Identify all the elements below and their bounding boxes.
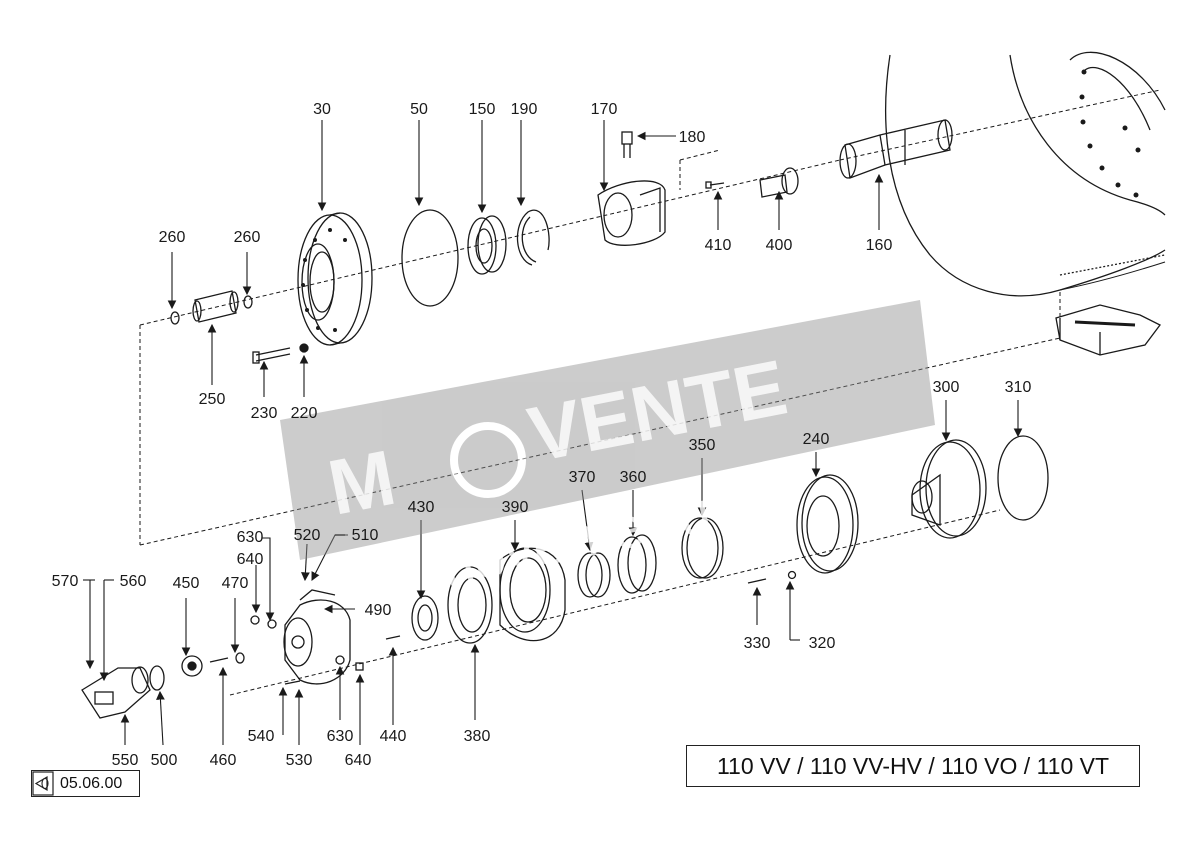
callout-300: 300 [933, 379, 960, 396]
callout-460: 460 [210, 752, 237, 769]
callout-150: 150 [469, 101, 496, 118]
callout-490: 490 [365, 602, 392, 619]
leader-lines [85, 120, 1023, 746]
callout-500: 500 [151, 752, 178, 769]
callout-370: 370 [569, 469, 596, 486]
callout-430: 430 [408, 499, 435, 516]
callout-520: 520 [294, 527, 321, 544]
callout-640-top: 640 [237, 551, 264, 568]
watermark-logo-icon [450, 422, 526, 498]
callout-550: 550 [112, 752, 139, 769]
callout-190: 190 [511, 101, 538, 118]
callout-240: 240 [803, 431, 830, 448]
callout-260-right: 260 [234, 229, 261, 246]
view-arrow-icon [32, 771, 54, 796]
callout-630-top: 630 [237, 529, 264, 546]
callout-30: 30 [313, 101, 331, 118]
callout-470: 470 [222, 575, 249, 592]
callout-390: 390 [502, 499, 529, 516]
callout-380: 380 [464, 728, 491, 745]
page-reference: 05.06.00 [31, 770, 140, 797]
callout-250: 250 [199, 391, 226, 408]
callout-540: 540 [248, 728, 275, 745]
callout-450: 450 [173, 575, 200, 592]
page-reference-text: 05.06.00 [60, 774, 123, 792]
callout-ticks [83, 534, 800, 641]
upper-parts [170, 131, 799, 364]
drum-assembly [839, 51, 1166, 297]
lower-parts [81, 435, 1049, 719]
callout-400: 400 [766, 237, 793, 254]
callout-410: 410 [705, 237, 732, 254]
callout-360: 360 [620, 469, 647, 486]
callout-220: 220 [291, 405, 318, 422]
callout-530: 530 [286, 752, 313, 769]
direction-block-icon [1055, 304, 1161, 356]
callout-570: 570 [52, 573, 79, 590]
callout-320: 320 [809, 635, 836, 652]
callout-350: 350 [689, 437, 716, 454]
callout-440: 440 [380, 728, 407, 745]
watermark [280, 300, 935, 560]
callout-180: 180 [679, 129, 706, 146]
model-designation: 110 VV / 110 VV-HV / 110 VO / 110 VT [686, 745, 1140, 787]
callout-50: 50 [410, 101, 428, 118]
callout-330: 330 [744, 635, 771, 652]
callout-170: 170 [591, 101, 618, 118]
callout-310: 310 [1005, 379, 1032, 396]
callout-510: 510 [352, 527, 379, 544]
part-callouts: 30 50 150 190 170 180 260 260 250 230 22… [52, 101, 1032, 769]
callout-230: 230 [251, 405, 278, 422]
callout-630-bottom: 630 [327, 728, 354, 745]
callout-160: 160 [866, 237, 893, 254]
callout-560: 560 [120, 573, 147, 590]
callout-260-left: 260 [159, 229, 186, 246]
callout-640-bottom: 640 [345, 752, 372, 769]
assembly-centerlines [139, 89, 1161, 696]
